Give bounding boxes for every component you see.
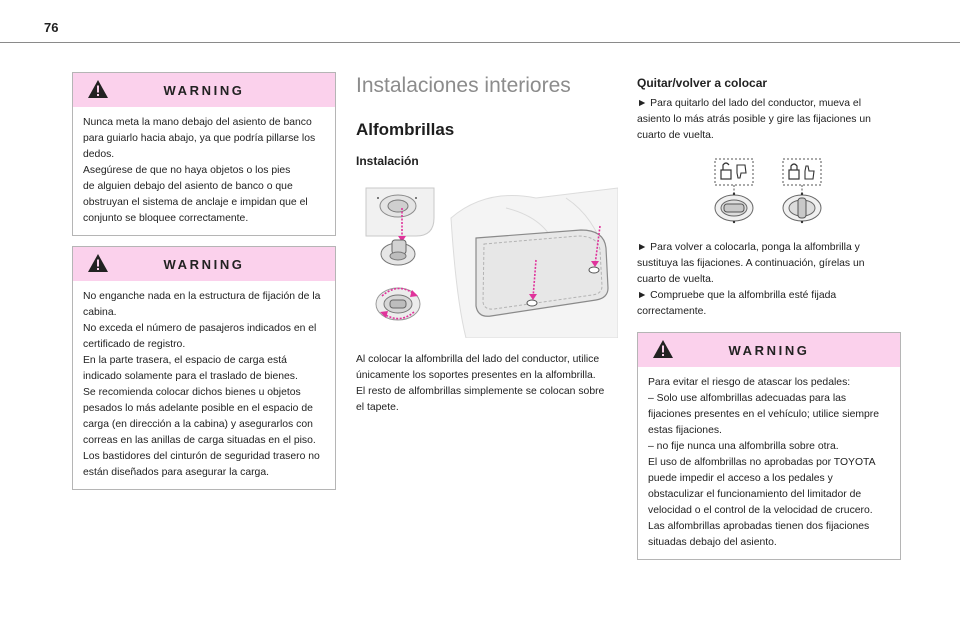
subtitle-alfombrillas: Alfombrillas bbox=[356, 120, 455, 139]
middle-column: Instalaciones interiores Alfombrillas In… bbox=[356, 74, 619, 416]
unlock-thumbs-down-icon bbox=[714, 158, 754, 193]
fastener-detail-bottom bbox=[375, 287, 421, 321]
fastener-illustration bbox=[714, 158, 822, 224]
warning-line: indicado solamente para el traslado de b… bbox=[83, 371, 298, 382]
warning-line: Nunca meta la mano debajo del asiento de… bbox=[83, 117, 312, 128]
step-line: ► Para quitarlo del lado del conductor, … bbox=[637, 98, 862, 109]
warning-line: situadas debajo del asiento. bbox=[648, 537, 777, 548]
warning-line: carga (en dirección a la cabina) y asegu… bbox=[83, 419, 313, 430]
warning-line: obstaculizar el funcionamiento del limit… bbox=[648, 489, 862, 500]
fastener-vertical-icon bbox=[782, 192, 822, 224]
step-line: correctamente. bbox=[637, 306, 707, 317]
warning-line: Los bastidores del cinturón de seguridad… bbox=[83, 451, 320, 462]
caption-line: Al colocar la alfombrilla del lado del c… bbox=[356, 354, 600, 365]
warning-body: Para evitar el riesgo de atascar los ped… bbox=[638, 367, 900, 559]
warning-box-2: WARNING No enganche nada en la estructur… bbox=[72, 246, 336, 490]
warning-line: Asegúrese de que no haya objetos o los p… bbox=[83, 165, 291, 176]
top-rule bbox=[0, 42, 960, 43]
step-line: ► Compruebe que la alfombrilla esté fija… bbox=[637, 290, 837, 301]
warning-line: para guiarlo hacia abajo, ya que podría … bbox=[83, 133, 316, 144]
mat-on-floor bbox=[450, 187, 619, 339]
warning-box-3: WARNING Para evitar el riesgo de atascar… bbox=[637, 332, 901, 560]
step-line: cuarto de vuelta. bbox=[637, 274, 714, 285]
warning-line: velocidad o el control de la velocidad d… bbox=[648, 505, 873, 516]
warning-body: Nunca meta la mano debajo del asiento de… bbox=[73, 107, 335, 235]
warning-line: pesados lo más adelante posible en el es… bbox=[83, 403, 313, 414]
caption-line: únicamente los soportes presentes en la … bbox=[356, 370, 596, 381]
warning-header: WARNING bbox=[73, 73, 335, 107]
warning-line: obstruyan el sistema de anclaje e impida… bbox=[83, 197, 308, 208]
warning-line: certificado de registro. bbox=[83, 339, 186, 350]
warning-line: En la parte trasera, el espacio de carga… bbox=[83, 355, 287, 366]
warning-line: El uso de alfombrillas no aprobadas por … bbox=[648, 457, 876, 468]
warning-line: Para evitar el riesgo de atascar los ped… bbox=[648, 377, 851, 388]
warning-line: – no fije nunca una alfombrilla sobre ot… bbox=[648, 441, 839, 452]
left-column: WARNING Nunca meta la mano debajo del as… bbox=[72, 72, 336, 490]
warning-triangle-icon bbox=[653, 340, 673, 358]
step-line: asiento lo más atrás posible y gire las … bbox=[637, 114, 871, 125]
warning-line: Las alfombrillas aprobadas tienen dos fi… bbox=[648, 521, 870, 532]
fastener-horizontal-icon bbox=[714, 192, 754, 224]
caption-line: El resto de alfombrillas simplemente se … bbox=[356, 386, 605, 397]
warning-line: estas fijaciones. bbox=[648, 425, 722, 436]
warning-title: WARNING bbox=[163, 256, 245, 272]
warning-line: puede impedir el acceso a los pedales y bbox=[648, 473, 833, 484]
fastener-detail-top bbox=[365, 187, 435, 266]
warning-line: están diseñados para asegurar la carga. bbox=[83, 467, 269, 478]
lock-thumbs-up-icon bbox=[782, 158, 822, 193]
floor-mat-figure bbox=[356, 178, 619, 339]
warning-header: WARNING bbox=[73, 247, 335, 281]
warning-header: WARNING bbox=[638, 333, 900, 367]
remove-refit-heading: Quitar/volver a colocar bbox=[637, 76, 768, 90]
floor-mat-illustration bbox=[365, 187, 619, 339]
install-caption: Al colocar la alfombrilla del lado del c… bbox=[356, 352, 618, 416]
step-line: cuarto de vuelta. bbox=[637, 130, 714, 141]
step-line: ► Para volver a colocarla, ponga la alfo… bbox=[637, 242, 860, 253]
warning-body: No enganche nada en la estructura de fij… bbox=[73, 281, 335, 489]
warning-triangle-icon bbox=[88, 80, 108, 98]
page-number: 76 bbox=[44, 20, 59, 35]
warning-title: WARNING bbox=[163, 82, 245, 98]
warning-line: No exceda el número de pasajeros indicad… bbox=[83, 323, 317, 334]
warning-triangle-icon bbox=[88, 254, 108, 272]
section-title: Instalaciones interiores bbox=[356, 74, 571, 97]
warning-line: conjunto se bloquee correctamente. bbox=[83, 213, 249, 224]
warning-line: cabina. bbox=[83, 307, 117, 318]
warning-line: correas en las anillas de carga situadas… bbox=[83, 435, 316, 446]
right-column: Quitar/volver a colocar ► Para quitarlo … bbox=[637, 76, 901, 560]
step-remove: ► Para quitarlo del lado del conductor, … bbox=[637, 96, 901, 144]
step-line: sustituya las fijaciones. A continuación… bbox=[637, 258, 865, 269]
warning-line: Se recomienda colocar dichos bienes u ob… bbox=[83, 387, 301, 398]
caption-line: el tapete. bbox=[356, 402, 399, 413]
warning-box-1: WARNING Nunca meta la mano debajo del as… bbox=[72, 72, 336, 236]
warning-line: de alguien debajo del asiento de banco o… bbox=[83, 181, 293, 192]
fastener-figure bbox=[637, 156, 901, 226]
step-refit: ► Para volver a colocarla, ponga la alfo… bbox=[637, 240, 901, 320]
warning-line: No enganche nada en la estructura de fij… bbox=[83, 291, 321, 302]
warning-line: dedos. bbox=[83, 149, 115, 160]
warning-title: WARNING bbox=[728, 342, 810, 358]
install-heading: Instalación bbox=[356, 154, 419, 168]
warning-line: fijaciones presentes en el vehículo; uti… bbox=[648, 409, 880, 420]
warning-line: – Solo use alfombrillas adecuadas para l… bbox=[648, 393, 847, 404]
